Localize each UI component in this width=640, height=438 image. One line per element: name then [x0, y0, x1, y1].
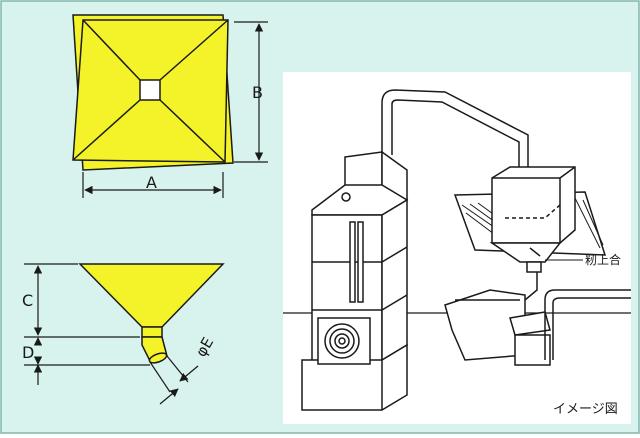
hopper-box [489, 166, 576, 273]
dimension-e [149, 355, 199, 405]
dimension-a [82, 172, 224, 198]
grain-dryer [301, 150, 409, 411]
dimension-a-label: A [146, 173, 157, 192]
overhead-duct [381, 89, 529, 170]
right-pipe [544, 289, 631, 360]
hopper-top-view [72, 14, 234, 171]
dryer-fan-unit [317, 317, 371, 365]
dimension-b-label: B [252, 83, 263, 102]
part-label: 籾上合 [585, 252, 621, 267]
dimension-b [234, 21, 268, 163]
dimension-d-label: D [22, 343, 34, 362]
dimension-c-d [24, 263, 150, 385]
hopper-side-view [78, 263, 225, 364]
rice-husker [444, 272, 551, 366]
illustration-caption: イメージ図 [553, 402, 618, 417]
dimension-c-label: C [22, 291, 33, 310]
